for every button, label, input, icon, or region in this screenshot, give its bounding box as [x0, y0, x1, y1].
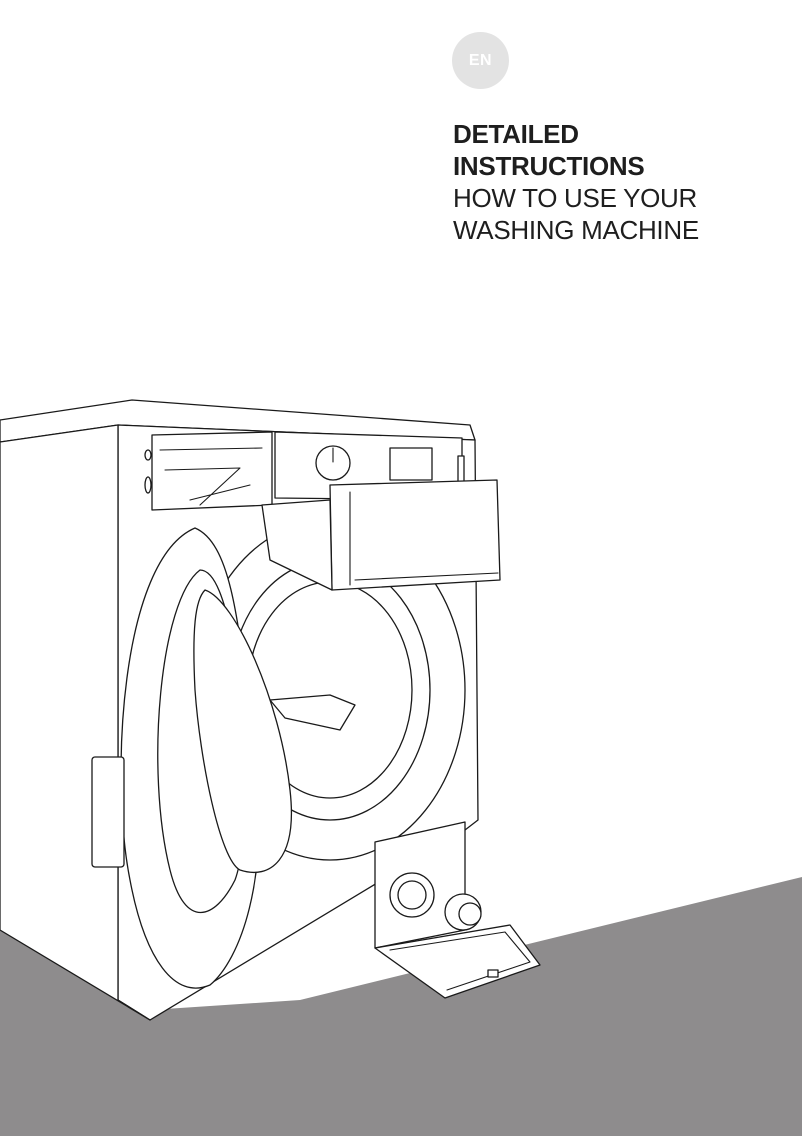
side-button-2 — [144, 476, 152, 494]
subtitle-line-2: WASHING MACHINE — [453, 215, 699, 245]
title-line-2: INSTRUCTIONS — [453, 151, 645, 181]
pump-filter-ring — [397, 880, 427, 910]
detergent-drawer-cavity — [151, 431, 273, 511]
title-line-1: DETAILED — [453, 119, 579, 149]
language-badge: EN — [452, 32, 509, 89]
detergent-drawer-side — [261, 499, 333, 591]
door-handle — [91, 756, 125, 868]
filter-cap-inner — [458, 902, 482, 926]
page-title: DETAILED INSTRUCTIONS HOW TO USE YOUR WA… — [453, 118, 793, 246]
machine-front-edge — [0, 424, 151, 1021]
panel-indicator — [457, 455, 465, 483]
washing-machine-drawing — [0, 399, 541, 1021]
door-glass — [193, 589, 292, 874]
subtitle-line-1: HOW TO USE YOUR — [453, 183, 697, 213]
side-button-1 — [144, 449, 152, 461]
program-knob — [315, 445, 351, 481]
drum-paddle — [269, 694, 356, 731]
detergent-drawer-front — [329, 479, 501, 591]
washing-machine-illustration — [0, 380, 802, 1040]
service-flap — [374, 924, 541, 999]
flap-clip — [487, 969, 499, 978]
display-window — [389, 447, 433, 481]
